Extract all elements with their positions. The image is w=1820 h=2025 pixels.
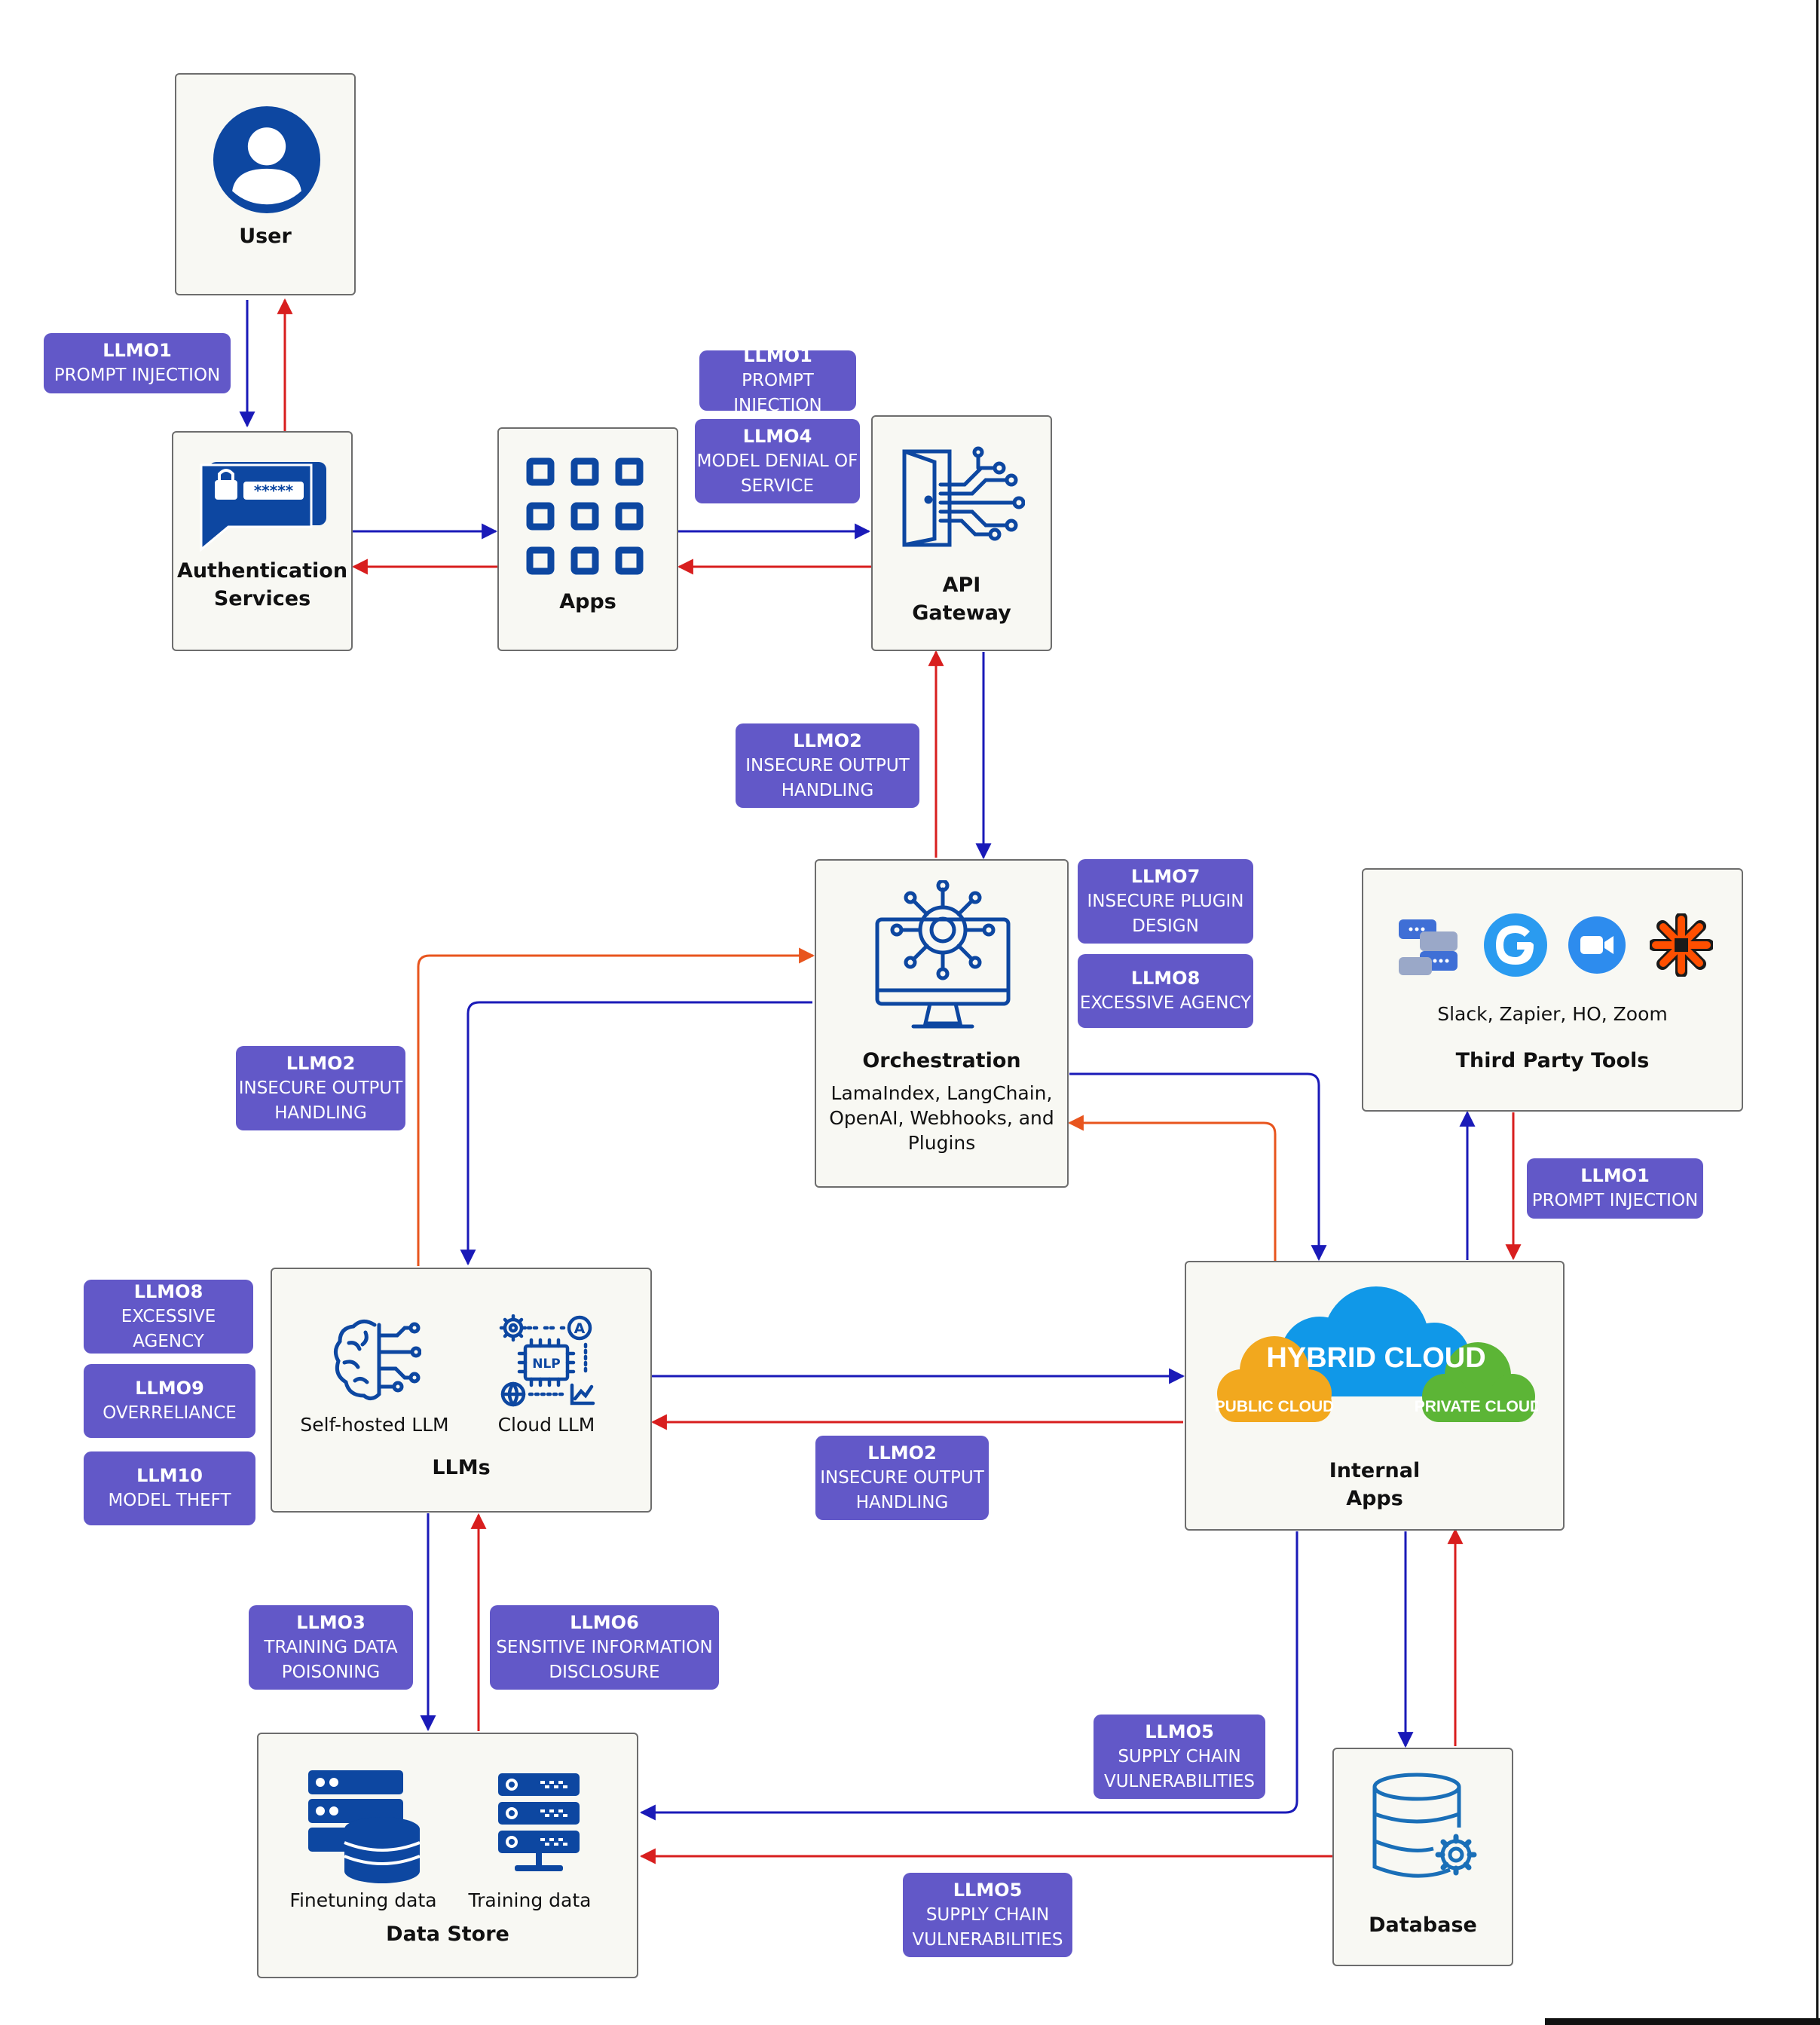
user-title: User [239, 225, 292, 248]
risk-tag-llm08-llms: LLMO8 EXCESSIVE AGENCY [84, 1280, 253, 1354]
server-database-icon [308, 1770, 421, 1883]
risk-tag-llm02-llms-orchestration: LLMO2 INSECURE OUTPUT HANDLING [236, 1046, 405, 1130]
brain-circuit-icon [334, 1320, 421, 1400]
internal-apps-title-line2: Apps [1346, 1487, 1403, 1510]
risk-tag-llm08-orchestration: LLMO8 EXCESSIVE AGENCY [1078, 954, 1253, 1028]
llms-node[interactable]: Self-hosted LLM A NLP Cloud LLM LLMs [271, 1268, 652, 1513]
public-cloud-label: PUBLIC CLOUD [1215, 1398, 1335, 1415]
app-grid-icon [526, 457, 644, 575]
gateway-title-line1: API [942, 574, 981, 597]
risk-tag-llm05-internal-datastore: LLMO5 SUPPLY CHAIN VULNERABILITIES [1094, 1715, 1265, 1799]
orchestration-node[interactable]: Orchestration LamaIndex, LangChain, Open… [815, 859, 1069, 1188]
auth-title-line1: Authentication [176, 559, 348, 583]
google-g-icon [1484, 913, 1547, 977]
arrow-internal-to-datastore [639, 1531, 1298, 1821]
monitor-gear-network-icon [875, 880, 1011, 1029]
orchestration-subtitle-line2: OpenAI, Webhooks, and [829, 1107, 1054, 1129]
risk-tag-llm01-user-auth: LLMO1 PROMPT INJECTION [44, 333, 231, 393]
auth-node[interactable]: ***** Authentication Services [172, 431, 353, 651]
arrow-orchestration-to-llms [460, 1001, 812, 1266]
internal-apps-title-line1: Internal [1329, 1459, 1421, 1482]
svg-text:*****: ***** [254, 482, 294, 500]
risk-tag-llm04-gateway: LLMO4 MODEL DENIAL OF SERVICE [695, 419, 860, 503]
user-node[interactable]: User [175, 73, 356, 295]
third-party-tools-node[interactable]: Slack, Zapier, HO, Zoom Third Party Tool… [1362, 868, 1743, 1112]
risk-tag-llm02-internal-llms: LLMO2 INSECURE OUTPUT HANDLING [815, 1436, 989, 1520]
private-cloud-label: PRIVATE CLOUD [1415, 1398, 1538, 1415]
orchestration-title: Orchestration [862, 1049, 1021, 1072]
arrow-orchestration-to-internal [1069, 1072, 1327, 1262]
risk-tag-llm09-llms: LLMO9 OVERRELIANCE [84, 1364, 255, 1438]
auth-title-line2: Services [213, 587, 311, 610]
user-avatar-icon [213, 106, 321, 214]
apps-title: Apps [559, 590, 616, 613]
nlp-chip-icon: A NLP [499, 1314, 595, 1407]
zapier-asterisk-icon [1650, 913, 1713, 977]
hybrid-cloud-label: HYBRID CLOUD [1266, 1342, 1485, 1374]
internal-apps-node[interactable]: HYBRID CLOUD PUBLIC CLOUD PRIVATE CLOUD … [1185, 1261, 1565, 1531]
training-data-label: Training data [468, 1889, 592, 1911]
risk-tag-llm05-database-datastore: LLMO5 SUPPLY CHAIN VULNERABILITIES [903, 1873, 1072, 1957]
risk-tag-llm10-llms: LLM10 MODEL THEFT [84, 1451, 255, 1525]
data-store-title: Data Store [386, 1923, 509, 1946]
risk-tag-llm03-datastore: LLMO3 TRAINING DATA POISONING [249, 1605, 413, 1690]
orchestration-subtitle-line1: LamaIndex, LangChain, [830, 1082, 1053, 1104]
third-party-subtitle: Slack, Zapier, HO, Zoom [1437, 1003, 1668, 1025]
arrow-internal-to-orchestration [1067, 1115, 1277, 1261]
right-edge-divider [1816, 0, 1818, 2025]
bottom-edge-bar [1545, 2018, 1820, 2025]
orchestration-subtitle-line3: Plugins [907, 1132, 976, 1154]
risk-tag-llm06-datastore: LLMO6 SENSITIVE INFORMATION DISCLOSURE [490, 1605, 719, 1690]
cloud-llm-label: Cloud LLM [497, 1414, 595, 1436]
chat-bubbles-icon [1399, 919, 1458, 975]
apps-node[interactable]: Apps [497, 427, 678, 651]
door-circuit-icon [902, 446, 1025, 547]
risk-tag-llm02-gateway-orchestration: LLMO2 INSECURE OUTPUT HANDLING [736, 723, 919, 808]
database-gear-icon [1372, 1773, 1477, 1878]
hybrid-cloud-icon: HYBRID CLOUD PUBLIC CLOUD PRIVATE CLOUD [1215, 1286, 1538, 1422]
arrow-llms-to-orchestration [417, 947, 815, 1266]
nlp-chip-badge: NLP [532, 1357, 561, 1372]
data-store-node[interactable]: Finetuning data Training data Data Store [257, 1733, 638, 1978]
zoom-camera-icon [1568, 916, 1626, 974]
risk-tag-llm01-third-party: LLMO1 PROMPT INJECTION [1527, 1158, 1703, 1219]
risk-tag-llm07-orchestration: LLMO7 INSECURE PLUGIN DESIGN [1078, 859, 1253, 944]
database-node[interactable]: Database [1332, 1748, 1513, 1966]
llms-title: LLMs [432, 1456, 491, 1479]
finetuning-data-label: Finetuning data [289, 1889, 437, 1911]
self-hosted-llm-label: Self-hosted LLM [300, 1414, 449, 1436]
api-gateway-node[interactable]: API Gateway [871, 415, 1052, 651]
nlp-chip-a-badge: A [574, 1320, 586, 1337]
server-rack-icon [498, 1773, 580, 1871]
database-title: Database [1369, 1913, 1477, 1937]
password-chat-icon: ***** [200, 462, 326, 552]
third-party-title: Third Party Tools [1455, 1049, 1650, 1072]
gateway-title-line2: Gateway [912, 601, 1011, 625]
risk-tag-llm01-gateway: LLMO1 PROMPT INJECTION [699, 345, 856, 415]
